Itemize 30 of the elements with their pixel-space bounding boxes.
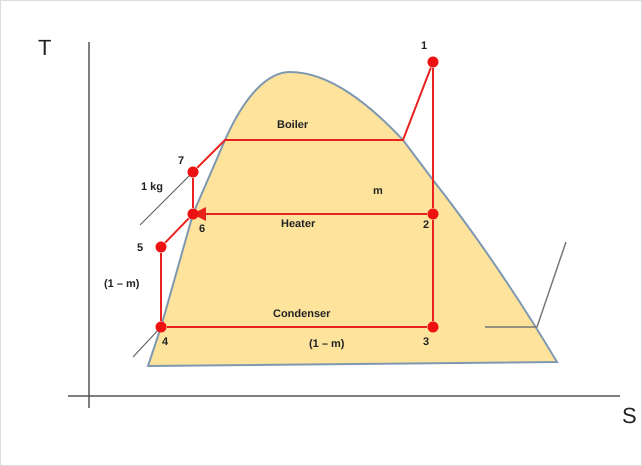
- flow-label: (1 – m): [104, 278, 140, 291]
- process-label: Condenser: [273, 308, 330, 321]
- process-label: Heater: [281, 218, 316, 231]
- process-label: Boiler: [277, 119, 308, 132]
- process-line: [196, 67, 432, 168]
- process-line: [432, 220, 434, 321]
- state-number: 2: [423, 219, 430, 232]
- flow-label: 1 kg: [141, 181, 164, 194]
- axis-label: S: [622, 404, 637, 428]
- flow-label: m: [373, 185, 383, 198]
- flow-label: (1 – m): [309, 338, 344, 351]
- state-number: 6: [199, 223, 206, 236]
- process-line: [432, 68, 434, 208]
- state-point: [428, 208, 438, 220]
- process-line: [164, 218, 190, 244]
- state-point: [428, 322, 438, 332]
- state-point: [188, 166, 198, 178]
- state-number: 1: [421, 40, 428, 53]
- state-point: [156, 322, 166, 332]
- state-point: [156, 242, 166, 252]
- process-line: [160, 253, 162, 321]
- state-number: 3: [423, 336, 430, 349]
- state-point: [188, 208, 198, 220]
- axis-label: T: [38, 36, 52, 60]
- process-line: [192, 178, 194, 208]
- state-number: 4: [162, 336, 168, 349]
- process-line: [167, 326, 427, 328]
- state-number: 7: [178, 155, 184, 168]
- state-point: [428, 56, 438, 68]
- state-number: 5: [137, 242, 144, 255]
